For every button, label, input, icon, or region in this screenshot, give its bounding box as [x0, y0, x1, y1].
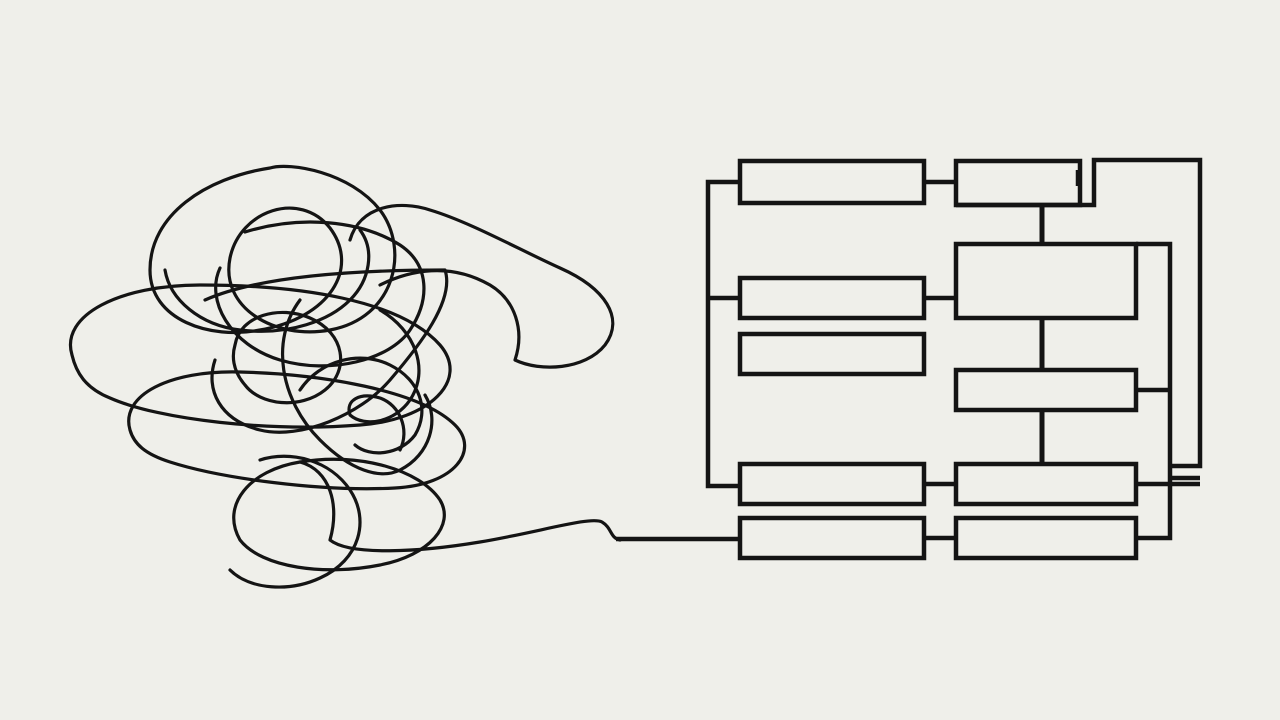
- flow-box-right-1: [953, 158, 1083, 208]
- scribble-tail: [298, 460, 622, 553]
- flow-box-left-3: [737, 331, 927, 377]
- right-column: [953, 158, 1139, 561]
- left-bus: [705, 179, 740, 489]
- left-column: [737, 158, 927, 561]
- scribble-strand-6: [228, 454, 362, 589]
- scribble-strand-5: [163, 228, 371, 333]
- scribble-loop-top-right: [348, 203, 615, 369]
- scribble-strand-4: [280, 298, 434, 476]
- scribble-loop-center: [231, 310, 343, 405]
- flowchart: [705, 157, 1203, 561]
- outer-loop: [956, 157, 1203, 541]
- scribble-strand-1: [214, 220, 426, 368]
- flow-box-right-5: [953, 515, 1139, 561]
- scribble-strand-7: [298, 356, 424, 455]
- flow-box-left-5: [737, 515, 927, 561]
- flow-box-left-1: [737, 158, 927, 206]
- row-links: [924, 179, 956, 541]
- outer-loop-top: [956, 157, 1203, 469]
- scribble-loop-bottom: [232, 457, 446, 572]
- left-bus-line: [705, 179, 740, 489]
- scribble-strand-3: [347, 308, 421, 452]
- flow-box-right-3: [953, 367, 1139, 413]
- scribble-loop-outer: [148, 164, 397, 335]
- flow-box-right-2: [953, 241, 1139, 321]
- flow-box-right-4: [953, 461, 1139, 507]
- tangled-scribble: [68, 164, 622, 589]
- flow-box-left-2: [737, 275, 927, 321]
- flow-box-left-4: [737, 461, 927, 507]
- scribble-loop-lower: [127, 370, 467, 491]
